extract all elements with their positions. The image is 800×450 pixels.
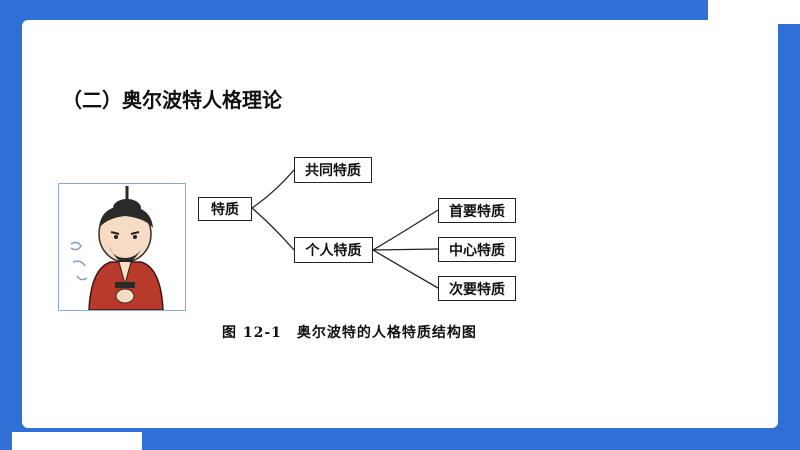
node-cardinal-trait: 首要特质 [438,198,516,223]
connector-root-common [251,169,295,209]
cartoon-scholar-icon [70,186,164,310]
node-common-trait: 共同特质 [294,157,372,183]
bottom-left-tab [12,432,142,450]
portrait-illustration [58,183,186,311]
node-secondary-trait: 次要特质 [438,276,516,301]
slide-title: （二）奥尔波特人格理论 [62,88,282,112]
node-central-trait: 中心特质 [438,237,516,262]
connector-root-individual [251,207,295,251]
node-trait: 特质 [198,197,252,221]
figure-caption: 图 12-1 奥尔波特的人格特质结构图 [222,325,477,341]
connector-individual-secondary [372,249,439,289]
connector-individual-central [372,248,439,251]
trait-structure-diagram: 特质 共同特质 个人特质 首要特质 中心特质 次要特质 [190,145,530,345]
diagram-connectors [251,169,439,289]
node-individual-trait: 个人特质 [294,237,373,263]
connector-individual-cardinal [372,209,439,251]
